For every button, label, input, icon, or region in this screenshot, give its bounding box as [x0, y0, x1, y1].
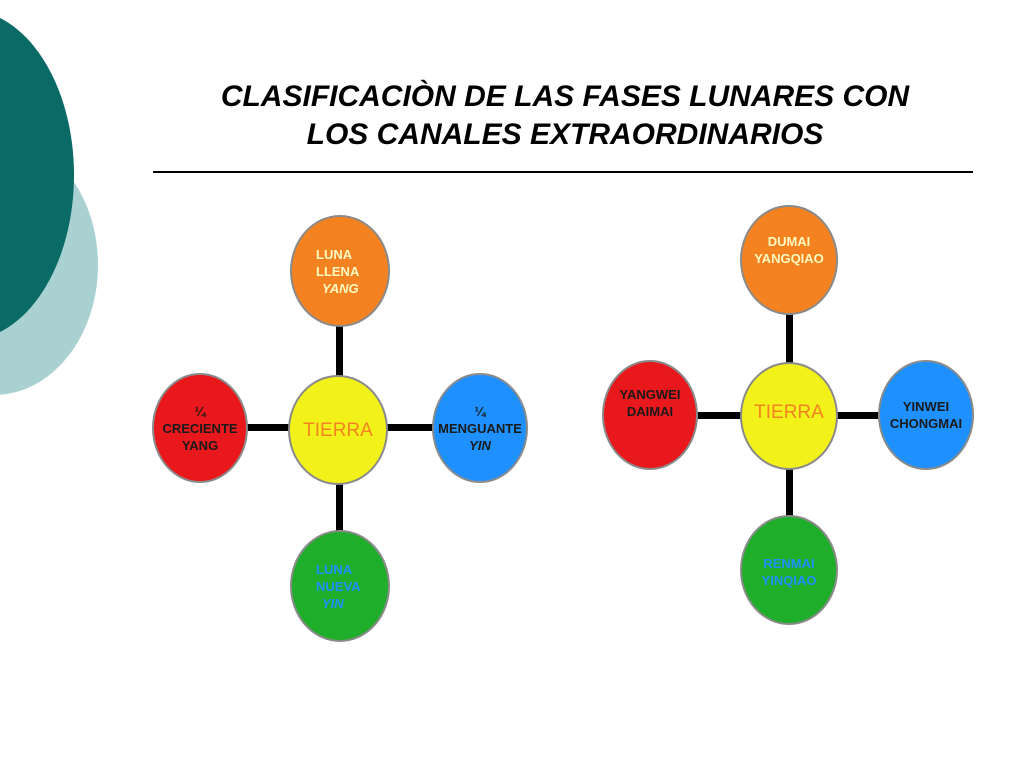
node-cuarto-creciente: ¼ CRECIENTE YANG — [152, 373, 248, 483]
node-luna-nueva-line3: YIN — [322, 595, 344, 611]
node-renmai-yinqiao-line2: YINQIAO — [761, 573, 817, 588]
node-luna-llena: LUNA LLENA YANG — [290, 215, 390, 327]
left-connector-left — [243, 424, 291, 431]
node-cuarto-creciente-line3: YANG — [181, 437, 219, 453]
node-dumai-yangqiao-line1: DUMAI — [767, 234, 811, 249]
node-yangwei-daimai: YANGWEI DAIMAI — [602, 360, 698, 470]
title-line-1: CLASIFICACIÒN DE LAS FASES LUNARES CON — [220, 80, 910, 113]
node-luna-nueva-line1: LUNA — [316, 561, 353, 577]
node-cuarto-menguante-line3: YIN — [469, 437, 491, 453]
node-renmai-yinqiao-line1: RENMAI — [763, 556, 815, 571]
node-tierra-left-label: TIERRA — [303, 419, 373, 441]
node-yangwei-daimai-line1: YANGWEI — [619, 387, 681, 402]
node-luna-llena-line1: LUNA — [316, 246, 353, 262]
node-cuarto-menguante-line1: ¼ — [474, 403, 486, 419]
node-tierra-right-label: TIERRA — [754, 402, 824, 423]
node-cuarto-menguante-line2: MENGUANTE — [438, 420, 522, 436]
node-tierra-left: TIERRA — [288, 375, 388, 485]
node-tierra-right: TIERRA — [740, 362, 838, 470]
node-dumai-yangqiao-line2: YANGQIAO — [754, 251, 824, 266]
title-line-2: LOS CANALES EXTRAORDINARIOS — [306, 118, 824, 151]
node-renmai-yinqiao: RENMAI YINQIAO — [740, 515, 838, 625]
node-dumai-yangqiao: DUMAI YANGQIAO — [740, 205, 838, 315]
right-connector-right — [834, 412, 884, 419]
left-connector-right — [387, 424, 435, 431]
node-yinwei-chongmai-line1: YINWEI — [902, 399, 950, 414]
node-luna-nueva: LUNA NUEVA YIN — [290, 530, 390, 642]
right-connector-top — [786, 312, 793, 368]
node-cuarto-creciente-line2: CRECIENTE — [162, 420, 238, 436]
node-luna-llena-line2: LLENA — [316, 263, 360, 279]
node-yangwei-daimai-line2: DAIMAI — [626, 404, 674, 419]
right-connector-left — [694, 412, 744, 419]
title-underline — [153, 171, 973, 173]
slide-title: CLASIFICACIÒN DE LAS FASES LUNARES CON L… — [150, 78, 980, 154]
node-luna-nueva-line2: NUEVA — [316, 578, 361, 594]
left-connector-top — [336, 322, 343, 378]
node-cuarto-menguante: ¼ MENGUANTE YIN — [432, 373, 528, 483]
left-connector-bottom — [336, 480, 343, 534]
node-luna-llena-line3: YANG — [322, 280, 359, 296]
right-connector-bottom — [786, 466, 793, 522]
node-yinwei-chongmai-line2: CHONGMAI — [889, 416, 963, 431]
node-cuarto-creciente-line1: ¼ — [194, 403, 206, 419]
node-yinwei-chongmai: YINWEI CHONGMAI — [878, 360, 974, 470]
